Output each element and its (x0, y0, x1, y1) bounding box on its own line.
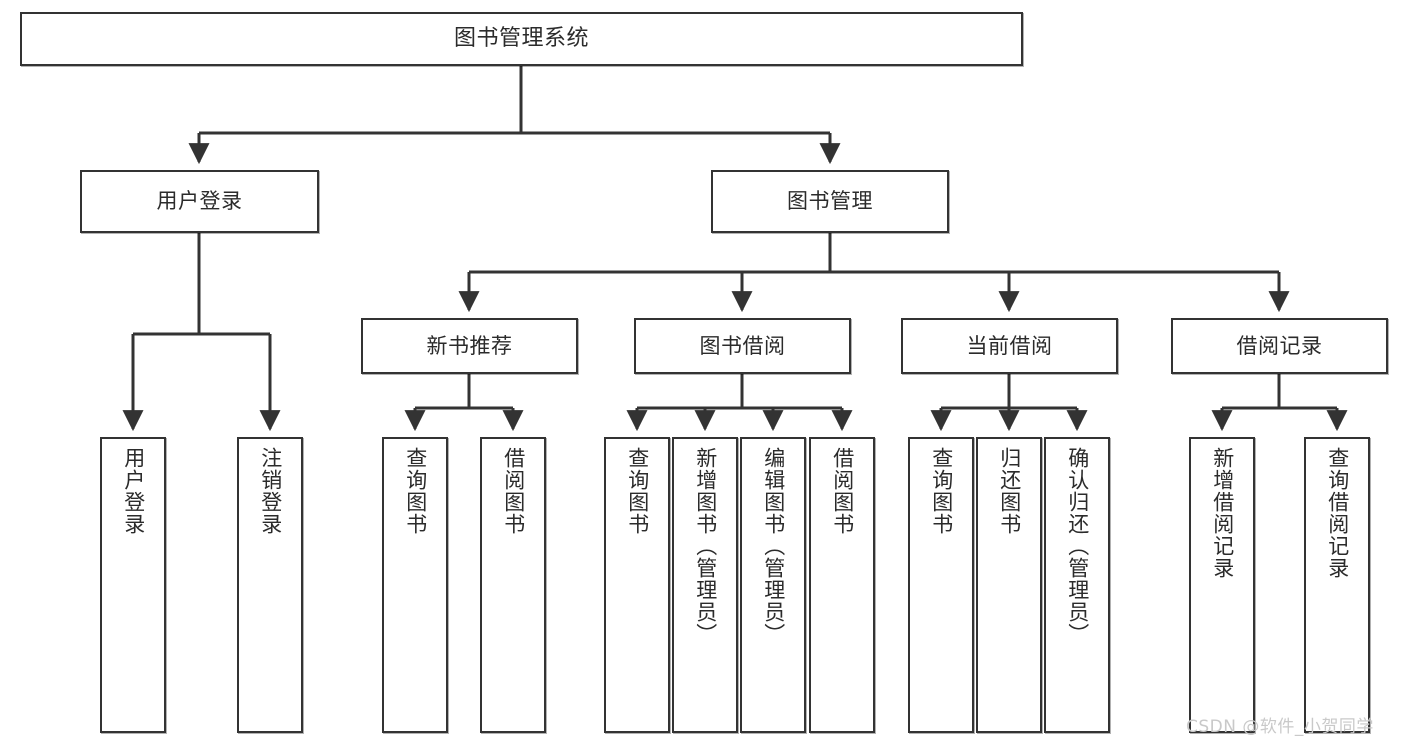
node-leaf-borrow-book-recommend[interactable]: 借阅图书 (480, 437, 546, 733)
node-label: 新增借阅记录 (1210, 447, 1235, 579)
node-label: 图书管理系统 (453, 26, 589, 52)
node-label: 当前借阅 (966, 333, 1053, 358)
node-leaf-confirm-return-admin[interactable]: 确认归还（管理员） (1044, 437, 1110, 733)
node-label: 借阅图书 (830, 447, 855, 535)
node-leaf-borrow-book[interactable]: 借阅图书 (809, 437, 875, 733)
node-label: 借阅图书 (501, 447, 526, 535)
node-leaf-edit-book-admin[interactable]: 编辑图书（管理员） (740, 437, 806, 733)
node-leaf-query-book-borrow[interactable]: 查询图书 (604, 437, 670, 733)
node-label: 用户登录 (156, 189, 243, 214)
node-label: 图书管理 (787, 189, 873, 214)
node-label: 用户登录 (121, 447, 146, 535)
node-new-book-recommend[interactable]: 新书推荐 (361, 318, 578, 374)
node-label: 图书借阅 (699, 333, 786, 358)
node-book-borrow[interactable]: 图书借阅 (634, 318, 851, 374)
node-label: 查询图书 (403, 447, 428, 535)
node-label: 新增图书（管理员） (693, 447, 718, 645)
node-label: 归还图书 (997, 447, 1022, 535)
node-label: 查询借阅记录 (1325, 447, 1350, 579)
node-label: 查询图书 (929, 447, 954, 535)
node-label: 确认归还（管理员） (1065, 447, 1090, 645)
node-book-management[interactable]: 图书管理 (711, 170, 949, 233)
node-user-login[interactable]: 用户登录 (80, 170, 319, 233)
node-leaf-query-book-current[interactable]: 查询图书 (908, 437, 974, 733)
node-current-borrow[interactable]: 当前借阅 (901, 318, 1118, 374)
node-leaf-query-borrow-record[interactable]: 查询借阅记录 (1304, 437, 1370, 733)
node-leaf-add-book-admin[interactable]: 新增图书（管理员） (672, 437, 738, 733)
csdn-watermark: CSDN @软件_小贺同学 (1186, 717, 1374, 737)
node-label: 查询图书 (625, 447, 650, 535)
node-leaf-query-book-recommend[interactable]: 查询图书 (382, 437, 448, 733)
node-root-book-management-system[interactable]: 图书管理系统 (20, 12, 1023, 66)
node-label: 借阅记录 (1236, 333, 1323, 358)
node-leaf-add-borrow-record[interactable]: 新增借阅记录 (1189, 437, 1255, 733)
node-label: 编辑图书（管理员） (761, 447, 786, 645)
node-leaf-return-book[interactable]: 归还图书 (976, 437, 1042, 733)
node-label: 新书推荐 (426, 333, 513, 358)
node-borrow-record[interactable]: 借阅记录 (1171, 318, 1388, 374)
node-leaf-logout-login[interactable]: 注销登录 (237, 437, 303, 733)
node-label: 注销登录 (258, 447, 283, 535)
node-leaf-user-login[interactable]: 用户登录 (100, 437, 166, 733)
